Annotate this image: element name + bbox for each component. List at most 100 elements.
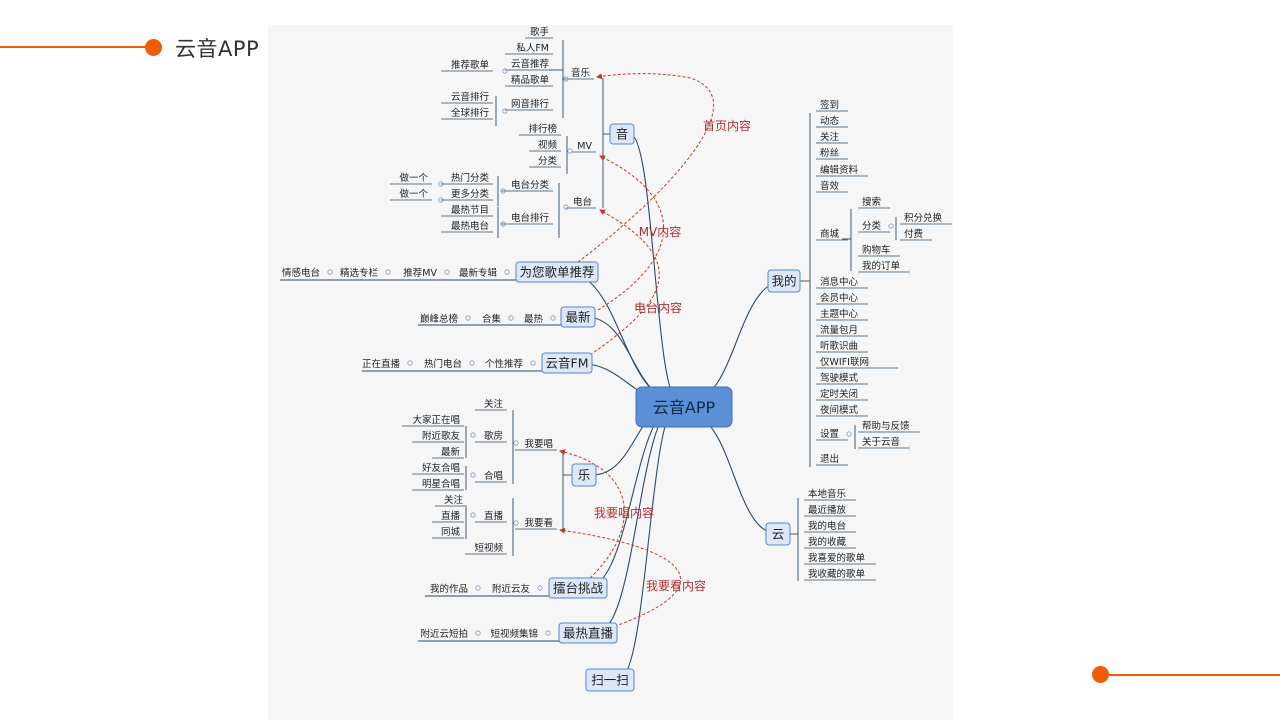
collapse-toggle-icon[interactable] bbox=[407, 360, 413, 366]
node-le[interactable]: 乐 bbox=[571, 463, 597, 487]
collapse-toggle-icon[interactable] bbox=[438, 181, 444, 187]
mine-child-10[interactable]: 流量包月 bbox=[816, 324, 868, 337]
node-challenge[interactable]: 擂台挑战 bbox=[548, 577, 608, 599]
collapse-toggle-icon[interactable] bbox=[537, 585, 543, 591]
mine-child-12[interactable]: 仅WIFI联网 bbox=[816, 356, 898, 369]
mall-child-1[interactable]: 分类 bbox=[858, 220, 890, 233]
collapse-toggle-icon[interactable] bbox=[502, 68, 508, 74]
rank-child-0[interactable]: 云音排行 bbox=[441, 91, 493, 104]
watch-child-1[interactable]: 直播 bbox=[475, 510, 507, 523]
watch-child-0[interactable]: 关注 bbox=[435, 494, 467, 507]
mine-child-5[interactable]: 音效 bbox=[816, 180, 848, 193]
mall-child-2[interactable]: 购物车 bbox=[858, 244, 900, 257]
live-child-0[interactable]: 直播 bbox=[432, 510, 464, 523]
mall-child-3[interactable]: 我的订单 bbox=[858, 260, 910, 273]
latest-child-0[interactable]: 最热 bbox=[524, 313, 544, 325]
collapse-toggle-icon[interactable] bbox=[502, 108, 508, 114]
latest-child-1[interactable]: 合集 bbox=[482, 313, 502, 325]
mall-child-0[interactable]: 搜索 bbox=[858, 196, 890, 209]
collapse-toggle-icon[interactable] bbox=[504, 269, 510, 275]
cat-child-1[interactable]: 付费 bbox=[900, 228, 932, 241]
node-recommend[interactable]: 为您歌单推荐 bbox=[515, 261, 599, 283]
mine-child-3[interactable]: 粉丝 bbox=[816, 147, 848, 160]
collapse-toggle-icon[interactable] bbox=[563, 76, 569, 82]
collapse-toggle-icon[interactable] bbox=[846, 431, 852, 437]
mine-child-13[interactable]: 驾驶模式 bbox=[816, 372, 868, 385]
sing-child-2[interactable]: 合唱 bbox=[475, 470, 507, 483]
node-sing[interactable]: 我要唱 bbox=[515, 439, 557, 451]
recommend-child-0[interactable]: 最新专辑 bbox=[459, 267, 498, 279]
mine-child-4[interactable]: 编辑资料 bbox=[816, 164, 868, 177]
collapse-toggle-icon[interactable] bbox=[385, 269, 391, 275]
mv-child-2[interactable]: 分类 bbox=[529, 155, 561, 168]
node-scan[interactable]: 扫一扫 bbox=[585, 668, 635, 692]
settings-child-0[interactable]: 帮助与反馈 bbox=[858, 420, 920, 433]
radio-cat-0[interactable]: 热门分类 bbox=[441, 172, 493, 185]
watch-child-2[interactable]: 短视频 bbox=[465, 542, 507, 555]
collapse-toggle-icon[interactable] bbox=[545, 630, 551, 636]
rank-child-1[interactable]: 全球排行 bbox=[441, 107, 493, 120]
node-watch[interactable]: 我要看 bbox=[515, 517, 557, 530]
mine-child-1[interactable]: 动态 bbox=[816, 115, 848, 128]
node-fm[interactable]: 云音FM bbox=[541, 352, 593, 374]
collapse-toggle-icon[interactable] bbox=[438, 197, 444, 203]
node-mv[interactable]: MV bbox=[572, 141, 596, 153]
leaf-tuijian-gedan[interactable]: 推荐歌单 bbox=[441, 59, 493, 72]
sing-child-0[interactable]: 关注 bbox=[475, 398, 507, 411]
collapse-toggle-icon[interactable] bbox=[465, 315, 471, 321]
node-yin[interactable]: 音 bbox=[609, 123, 635, 145]
collapse-toggle-icon[interactable] bbox=[563, 204, 569, 210]
mine-child-6[interactable]: 商城 bbox=[816, 228, 848, 241]
room-child-2[interactable]: 最新 bbox=[432, 446, 464, 459]
fm-child-0[interactable]: 个性推荐 bbox=[485, 358, 524, 370]
cat-child-0[interactable]: 积分兑换 bbox=[900, 212, 952, 225]
radio-rank-1[interactable]: 最热电台 bbox=[441, 220, 493, 233]
collapse-toggle-icon[interactable] bbox=[327, 269, 333, 275]
cloud-child-0[interactable]: 本地音乐 bbox=[804, 488, 856, 501]
mine-child-7[interactable]: 消息中心 bbox=[816, 276, 868, 289]
music-child-2[interactable]: 云音推荐 bbox=[505, 58, 553, 71]
collapse-toggle-icon[interactable] bbox=[475, 585, 481, 591]
chorus-child-1[interactable]: 明星合唱 bbox=[412, 478, 464, 491]
radio-child-0[interactable]: 电台分类 bbox=[501, 179, 553, 192]
collapse-toggle-icon[interactable] bbox=[470, 512, 476, 518]
collapse-toggle-icon[interactable] bbox=[469, 360, 475, 366]
music-child-1[interactable]: 私人FM bbox=[505, 43, 553, 55]
recommend-child-1[interactable]: 推荐MV bbox=[403, 267, 437, 279]
radio-cat-1[interactable]: 更多分类 bbox=[441, 188, 493, 201]
collapse-toggle-icon[interactable] bbox=[444, 269, 450, 275]
radio-cat-leaf-0[interactable]: 做一个 bbox=[390, 172, 432, 185]
collapse-toggle-icon[interactable] bbox=[475, 630, 481, 636]
mine-child-0[interactable]: 签到 bbox=[816, 99, 848, 112]
node-cloud[interactable]: 云 bbox=[765, 522, 791, 546]
challenge-child-1[interactable]: 我的作品 bbox=[430, 583, 468, 595]
room-child-0[interactable]: 大家正在唱 bbox=[402, 414, 464, 427]
music-child-4[interactable]: 网音排行 bbox=[505, 98, 553, 111]
collapse-toggle-icon[interactable] bbox=[513, 440, 519, 446]
cloud-child-1[interactable]: 最近播放 bbox=[804, 504, 856, 517]
node-radio[interactable]: 电台 bbox=[566, 196, 596, 209]
radio-cat-leaf-1[interactable]: 做一个 bbox=[390, 188, 432, 201]
fm-child-1[interactable]: 热门电台 bbox=[424, 358, 462, 370]
collapse-toggle-icon[interactable] bbox=[508, 315, 514, 321]
mine-child-2[interactable]: 关注 bbox=[816, 131, 848, 144]
collapse-toggle-icon[interactable] bbox=[500, 221, 506, 227]
mine-child-15[interactable]: 夜间模式 bbox=[816, 404, 868, 417]
collapse-toggle-icon[interactable] bbox=[888, 223, 894, 229]
recommend-child-3[interactable]: 情感电台 bbox=[282, 267, 320, 279]
sing-child-1[interactable]: 歌房 bbox=[475, 430, 507, 443]
collapse-toggle-icon[interactable] bbox=[530, 360, 536, 366]
music-child-0[interactable]: 歌手 bbox=[525, 26, 553, 39]
hotlive-child-1[interactable]: 附近云短拍 bbox=[420, 628, 468, 640]
mine-child-9[interactable]: 主题中心 bbox=[816, 308, 868, 321]
node-center[interactable]: 云音APP bbox=[635, 386, 733, 428]
cloud-child-2[interactable]: 我的电台 bbox=[804, 520, 856, 533]
mv-child-1[interactable]: 视频 bbox=[529, 139, 561, 152]
hotlive-child-0[interactable]: 短视频集锦 bbox=[490, 628, 538, 640]
mine-child-16[interactable]: 设置 bbox=[816, 429, 848, 441]
mv-child-0[interactable]: 排行榜 bbox=[519, 123, 561, 136]
node-hotlive[interactable]: 最热直播 bbox=[558, 622, 618, 644]
cloud-child-3[interactable]: 我的收藏 bbox=[804, 536, 856, 549]
collapse-toggle-icon[interactable] bbox=[500, 188, 506, 194]
chorus-child-0[interactable]: 好友合唱 bbox=[412, 462, 464, 475]
